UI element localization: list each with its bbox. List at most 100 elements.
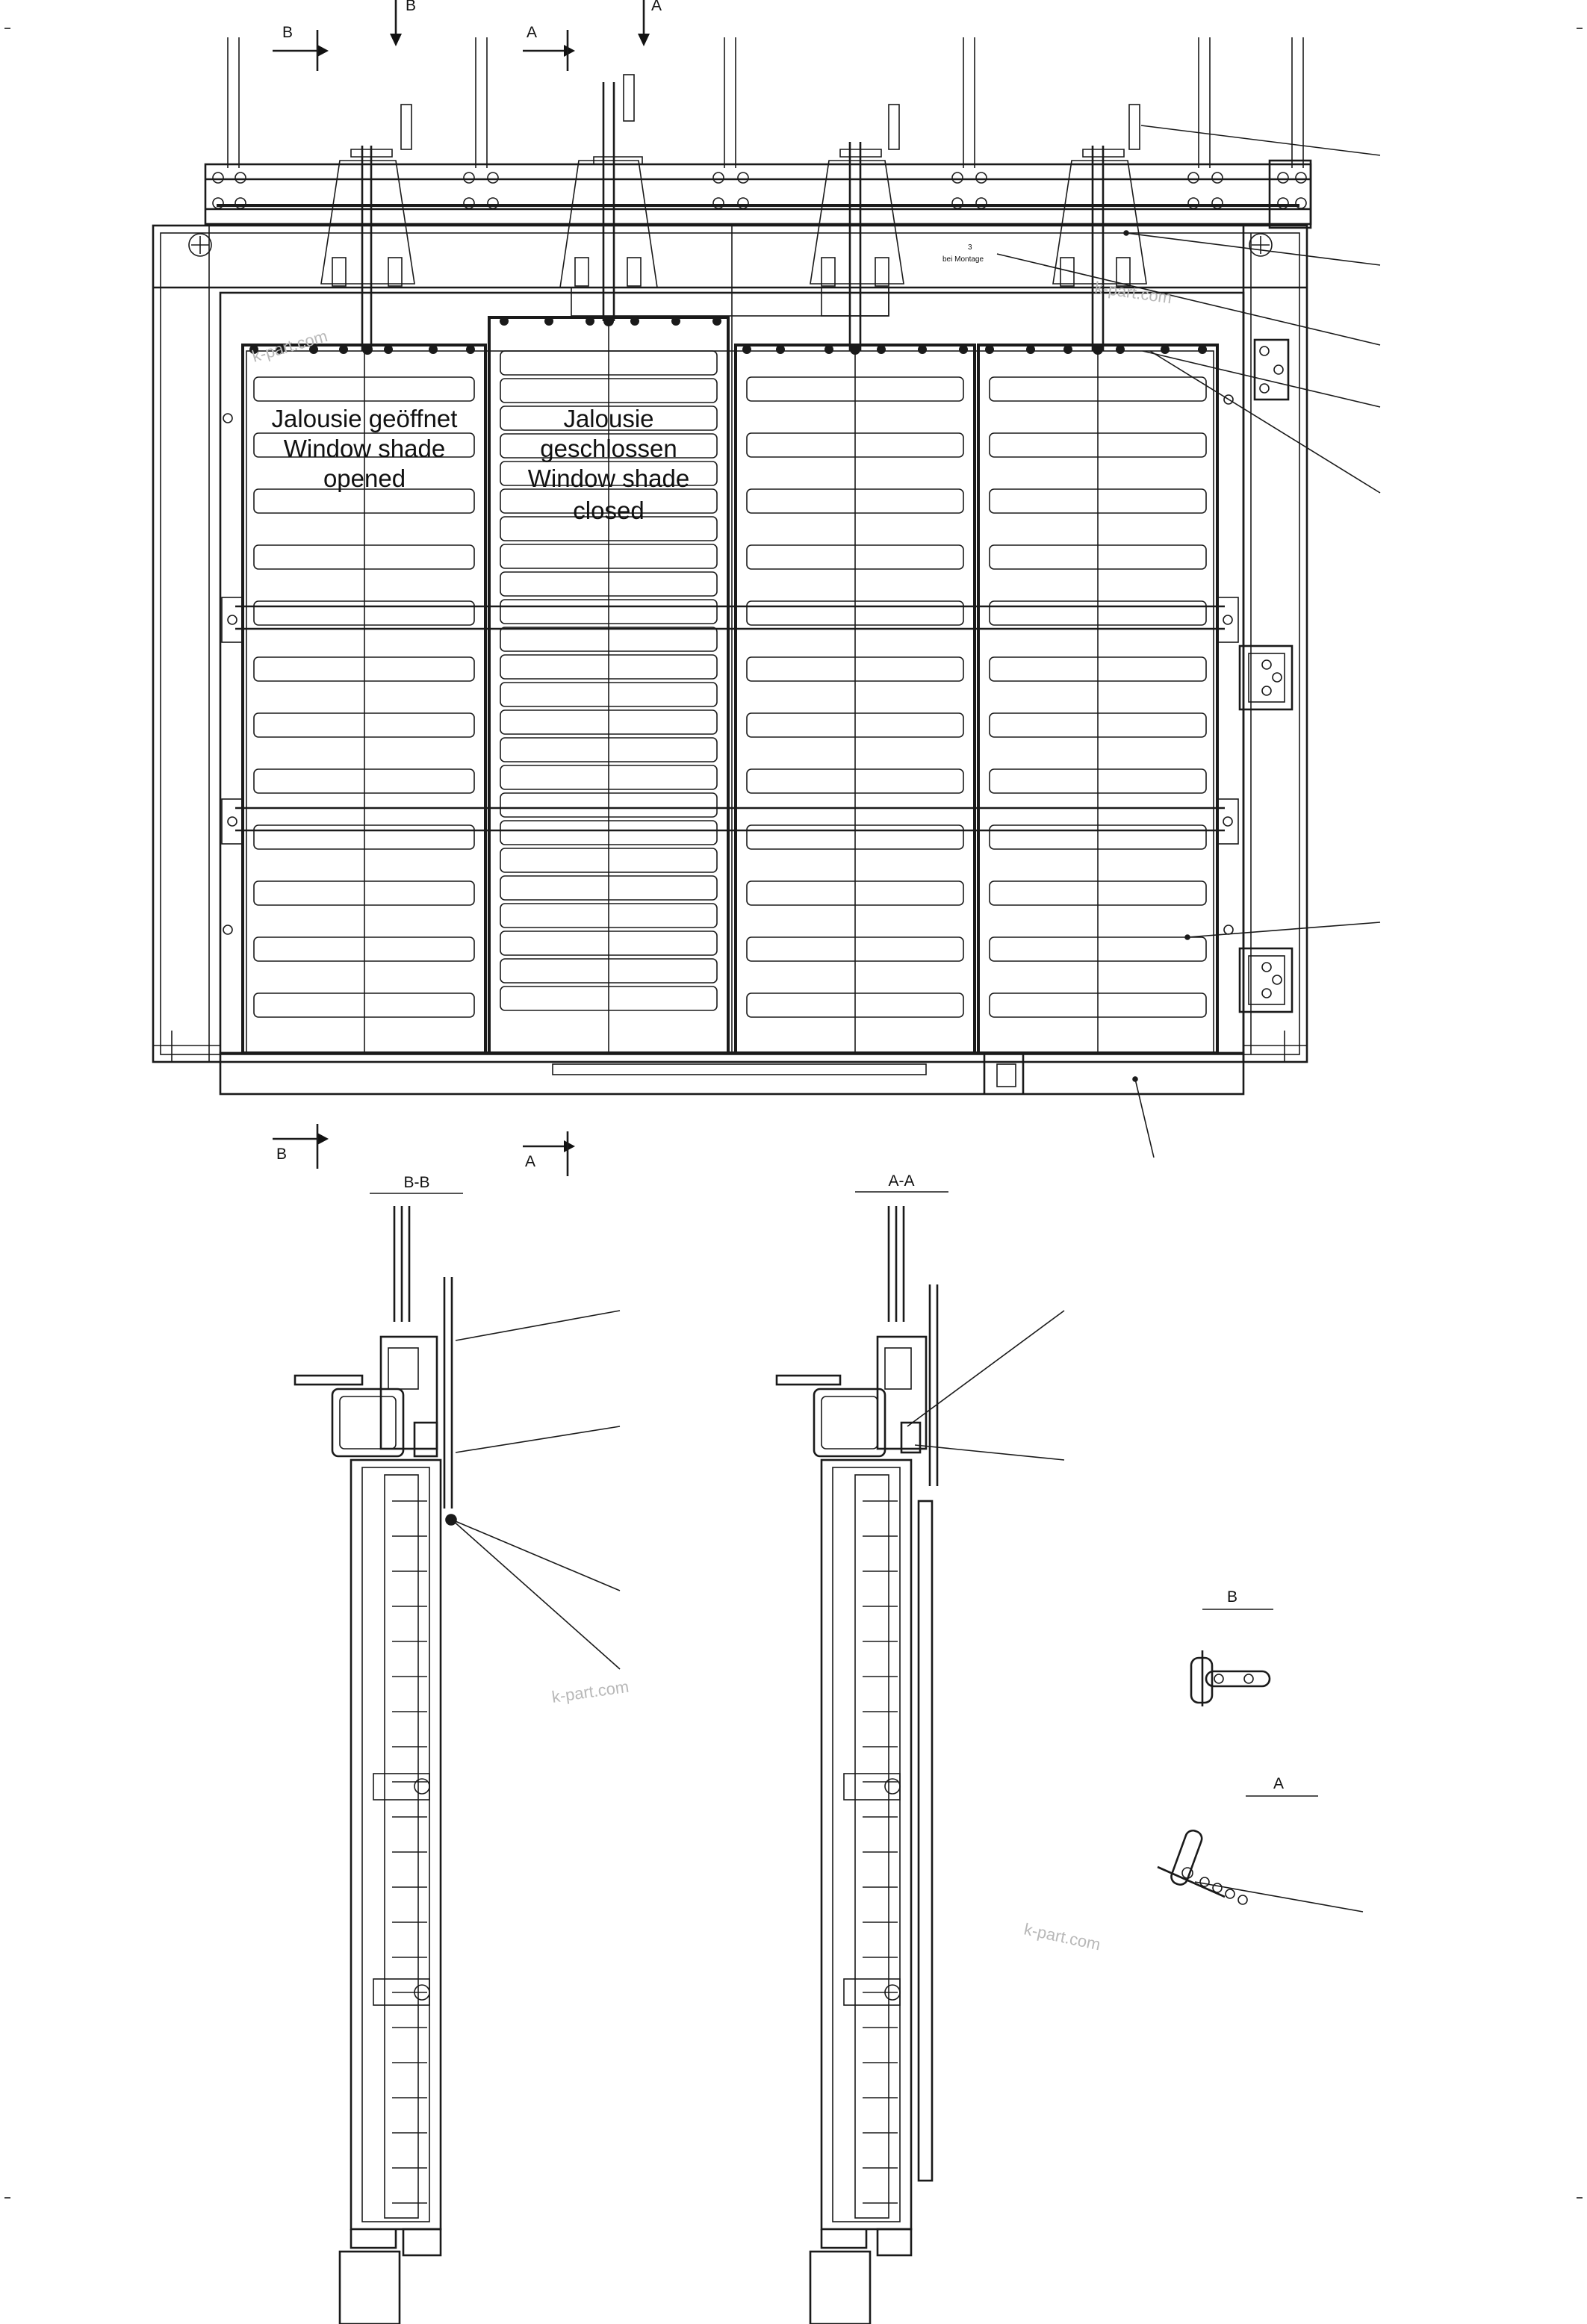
section-b-b: B-B: [294, 1174, 630, 2324]
louver-slat: [500, 516, 718, 541]
louver-slat: [500, 737, 718, 762]
opened-label-de: Jalousie geöffnet: [272, 405, 458, 432]
louver-slat: [500, 599, 718, 624]
louver-slat: [500, 930, 718, 956]
section-title-bb: B-B: [403, 1174, 429, 1191]
louver-slat: [253, 600, 475, 626]
louver-slat: [746, 432, 964, 458]
louver-slat: [746, 992, 964, 1018]
section-marker-a-top: A: [527, 24, 537, 41]
louver-slat: [989, 432, 1207, 458]
actuator-brackets: [320, 160, 1147, 317]
louver-slat: [253, 376, 475, 402]
louver-slat: [746, 824, 964, 850]
louver-slat: [746, 712, 964, 738]
louver-slat: [500, 875, 718, 901]
watermark-1: k-part.com: [249, 326, 329, 366]
louver-slat: [500, 433, 718, 459]
opened-label-en1: Window shade: [284, 435, 445, 462]
louver-slat: [500, 461, 718, 486]
closed-label-en2: closed: [573, 497, 644, 524]
closed-label-de1: Jalousie: [563, 405, 653, 432]
section-a-a: A-A: [775, 1172, 1065, 2324]
section-marker-a-arrow: A: [651, 0, 662, 14]
note-text: bei Montage: [942, 255, 984, 264]
closed-label-en1: Window shade: [528, 465, 689, 492]
right-hinges: [1238, 338, 1293, 1013]
louver-slat: [500, 544, 718, 569]
louver-slat: [989, 376, 1207, 402]
detail-b-title: B: [1227, 1588, 1237, 1606]
closed-label-de2: geschlossen: [540, 435, 677, 462]
louver-slat: [746, 656, 964, 682]
louver-slat: [500, 958, 718, 984]
section-marker-b-top: B: [282, 24, 293, 41]
corner-bracket: [1268, 159, 1312, 229]
opened-label-en2: opened: [323, 465, 406, 492]
watermark-4: k-part.com: [1022, 1919, 1102, 1954]
header-bolts: [212, 172, 1307, 209]
louver-slat: [500, 903, 718, 928]
detail-b: B: [1190, 1588, 1273, 1706]
louver-slats: [253, 350, 1207, 1018]
frame-corner-bolts: [188, 233, 1273, 257]
louver-slat: [989, 880, 1207, 906]
louver-slat: [746, 768, 964, 794]
louver-slat: [500, 765, 718, 790]
watermark-2: k-part.com: [1093, 278, 1173, 307]
actuator-handles: [350, 74, 1140, 165]
detail-a-title: A: [1273, 1775, 1284, 1792]
louver-slat: [989, 656, 1207, 682]
mid-rails: [235, 605, 1225, 832]
louver-slat: [500, 378, 718, 403]
louver-slat: [746, 376, 964, 402]
louver-slat: [253, 656, 475, 682]
louver-slat: [746, 544, 964, 570]
louver-slat: [253, 880, 475, 906]
louver-slat: [746, 488, 964, 514]
section-marker-a-bottom: A: [525, 1153, 535, 1170]
ladder-rungs-bb: [392, 1500, 427, 2204]
louver-slat: [989, 936, 1207, 962]
side-lugs: [221, 394, 1239, 935]
louver-slat: [989, 712, 1207, 738]
louver-slat: [989, 824, 1207, 850]
louver-slat: [989, 992, 1207, 1018]
louver-slat: [500, 709, 718, 735]
supply-pipes: [227, 37, 1304, 168]
louver-slat: [253, 824, 475, 850]
bottom-rail: [219, 1051, 1245, 1096]
actuator-rods: [361, 82, 1105, 351]
louver-slat: [500, 682, 718, 707]
louver-slat: [500, 350, 718, 376]
louver-slat: [253, 936, 475, 962]
louver-slat: [253, 432, 475, 458]
louver-slat: [746, 936, 964, 962]
louver-slat: [500, 571, 718, 597]
main-view: 3 bei Montage Jalousie geöffnet Window s…: [152, 0, 1381, 1176]
louver-slat: [989, 768, 1207, 794]
louver-slat: [500, 986, 718, 1011]
louver-slat: [500, 820, 718, 845]
note-number: 3: [968, 243, 972, 252]
louver-slat: [500, 654, 718, 680]
louver-slat: [746, 600, 964, 626]
louver-slat: [989, 544, 1207, 570]
louver-slat: [253, 712, 475, 738]
louver-slat: [500, 488, 718, 514]
louver-slat: [253, 544, 475, 570]
leader-lines-main: [996, 125, 1381, 1158]
louver-slat: [253, 488, 475, 514]
louver-slat: [746, 880, 964, 906]
louver-slat: [989, 488, 1207, 514]
louver-slat: [500, 848, 718, 873]
watermark-3: k-part.com: [550, 1677, 630, 1706]
section-marker-b-bottom: B: [276, 1146, 287, 1163]
louver-slat: [989, 600, 1207, 626]
louver-slat: [500, 406, 718, 431]
louver-slat: [500, 627, 718, 652]
detail-a: A k-part.com: [1022, 1775, 1364, 1954]
section-markers: B B A A B A: [273, 0, 662, 1176]
louver-slat: [500, 792, 718, 818]
